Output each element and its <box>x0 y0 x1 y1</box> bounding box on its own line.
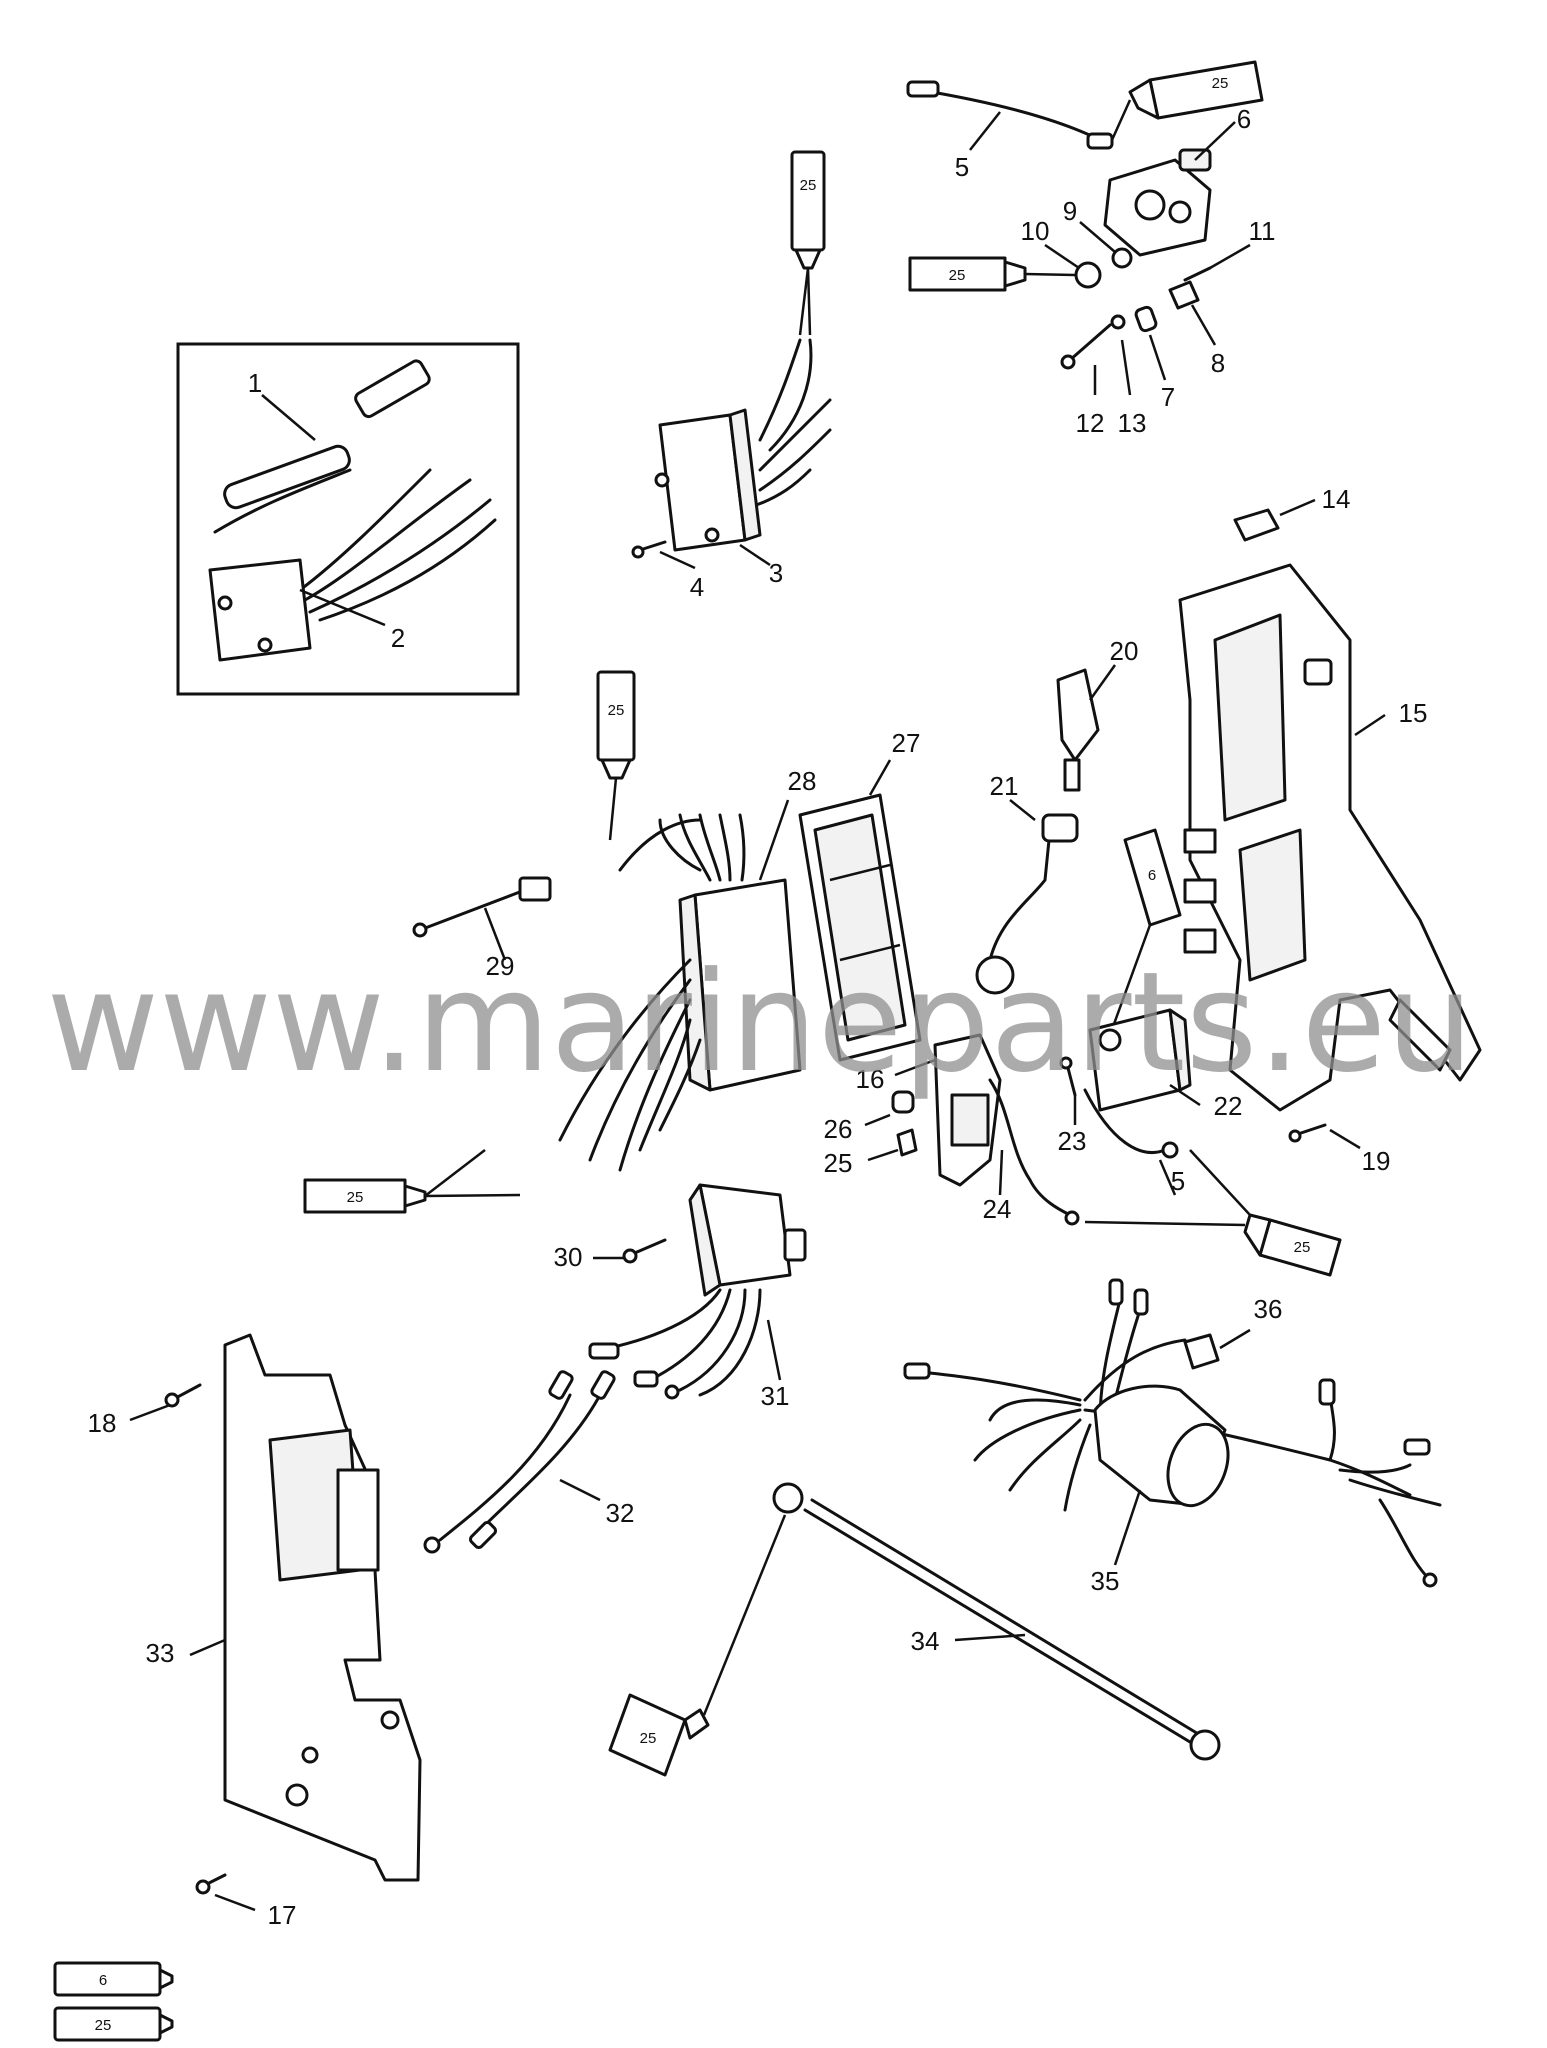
callout-12: 12 <box>1076 408 1105 438</box>
part-9-washer <box>1111 247 1133 269</box>
part-34-battery-cable <box>772 1482 1221 1761</box>
callout-2: 2 <box>391 623 405 653</box>
callout-14: 14 <box>1322 484 1351 514</box>
callout-8: 8 <box>1211 348 1225 378</box>
part-21-boot <box>975 813 1079 995</box>
part-25-grommet <box>896 1128 918 1157</box>
part-6-starter-solenoid <box>1103 148 1212 257</box>
callout-31: 31 <box>761 1381 790 1411</box>
part-3-rectifier <box>654 338 832 552</box>
svg-text:25: 25 <box>1212 75 1229 92</box>
svg-text:6: 6 <box>99 1972 107 1989</box>
callout-6: 6 <box>1237 104 1251 134</box>
callout-28: 28 <box>788 766 817 796</box>
part-26-grommet <box>891 1090 915 1114</box>
callout-7: 7 <box>1161 382 1175 412</box>
callout-33: 33 <box>146 1638 175 1668</box>
callout-32: 32 <box>606 1498 635 1528</box>
callout-5-lower: 5 <box>1171 1166 1185 1196</box>
svg-text:25: 25 <box>347 1189 364 1206</box>
callout-18: 18 <box>88 1408 117 1438</box>
callout-19: 19 <box>1362 1146 1391 1176</box>
part-17-screw <box>195 1873 227 1895</box>
sealant-tube-25-top-center: 25 <box>790 150 826 336</box>
part-8-boot <box>1168 280 1200 310</box>
callout-15: 15 <box>1399 698 1428 728</box>
part-32-harness <box>423 1370 616 1554</box>
svg-text:25: 25 <box>640 1730 657 1747</box>
sealant-tube-25-left-mid: 25 <box>303 1149 521 1214</box>
part-24-switch-bracket <box>933 1033 1080 1226</box>
svg-text:25: 25 <box>949 267 966 284</box>
callout-29: 29 <box>486 951 515 981</box>
inset-box: 1 2 <box>176 342 520 696</box>
part-14-clip <box>1233 508 1280 542</box>
part-30-screw <box>622 1238 667 1264</box>
callout-3: 3 <box>769 558 783 588</box>
part-15-electrical-bracket <box>1178 563 1482 1112</box>
callout-11: 11 <box>1249 216 1276 246</box>
callout-16: 16 <box>856 1064 885 1094</box>
part-35-main-harness <box>903 1278 1442 1588</box>
callout-34: 34 <box>911 1626 940 1656</box>
part-28-switch-box <box>558 813 802 1172</box>
callout-27: 27 <box>892 728 921 758</box>
part-4-screw <box>631 540 667 559</box>
part-22-ignition-coil <box>1088 1008 1192 1112</box>
sealant-tube-25-battery: 25 <box>608 1514 787 1777</box>
part-12-bolt <box>1060 323 1112 370</box>
part-10-nut <box>1074 261 1102 289</box>
callout-30: 30 <box>554 1242 583 1272</box>
svg-text:25: 25 <box>1294 1239 1311 1256</box>
callout-10: 10 <box>1021 216 1050 246</box>
svg-text:25: 25 <box>800 177 817 194</box>
callout-21: 21 <box>990 771 1019 801</box>
callout-5-top: 5 <box>955 152 969 182</box>
legend-tube-6: 6 <box>53 1961 174 1997</box>
part-5-cable-top <box>906 80 1114 150</box>
callout-17: 17 <box>268 1900 297 1930</box>
part-36-clip <box>1183 1333 1220 1370</box>
part-29-cable-tie <box>412 876 552 938</box>
callout-24: 24 <box>983 1194 1012 1224</box>
callout-35: 35 <box>1091 1566 1120 1596</box>
legend-tube-25: 25 <box>53 2006 174 2042</box>
sealant-tube-25-solenoid: 25 <box>908 256 1076 292</box>
part-31-power-pack <box>588 1183 807 1400</box>
callout-9: 9 <box>1063 196 1077 226</box>
part-23-terminal <box>1059 1056 1077 1097</box>
svg-text:6: 6 <box>1148 867 1156 884</box>
callout-22: 22 <box>1214 1091 1243 1121</box>
sealant-tube-25-top-right: 25 <box>1110 60 1264 141</box>
part-5-lower-cable <box>1083 1088 1179 1159</box>
sealant-tube-25-switchbox: 25 <box>596 670 636 841</box>
callout-36: 36 <box>1254 1294 1283 1324</box>
svg-text:25: 25 <box>95 2017 112 2034</box>
watermark-text: www.marineparts.eu <box>46 942 1473 1103</box>
part-33-mounting-bracket <box>223 1333 422 1882</box>
part-11-screw <box>1183 266 1212 282</box>
callout-25: 25 <box>824 1148 853 1178</box>
callout-20: 20 <box>1110 636 1139 666</box>
part-1-connector-sleeve <box>213 359 431 534</box>
callout-4: 4 <box>690 572 704 602</box>
part-2-rectifier <box>208 468 497 662</box>
part-20-sensor <box>1056 668 1100 792</box>
callout-26: 26 <box>824 1114 853 1144</box>
part-18-screw <box>164 1383 202 1408</box>
callout-23: 23 <box>1058 1126 1087 1156</box>
sealant-tube-6-coil: 6 <box>1108 828 1182 1036</box>
part-27-switch-box-cover <box>798 793 922 1062</box>
part-7-spacer <box>1134 305 1158 333</box>
sealant-tube-25-coil-lower: 25 <box>1084 1149 1342 1277</box>
callout-13: 13 <box>1118 408 1147 438</box>
part-19-screw <box>1288 1123 1327 1143</box>
svg-text:25: 25 <box>608 702 625 719</box>
part-13-washer <box>1110 314 1126 330</box>
callout-1: 1 <box>248 368 262 398</box>
